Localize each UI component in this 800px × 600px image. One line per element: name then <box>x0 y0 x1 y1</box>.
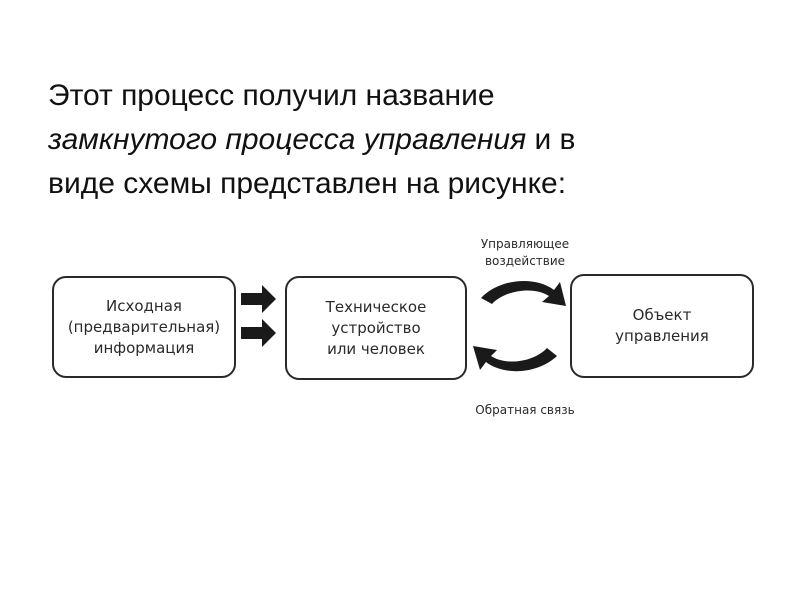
input-arrow-bottom-icon <box>241 319 276 347</box>
feedback-caption: Обратная связь <box>475 403 575 417</box>
device-box-line: устройство <box>331 318 421 337</box>
text-after-italic: и в <box>526 123 576 156</box>
object-box-line: Объект <box>632 306 692 324</box>
source-information-box: Исходная (предварительная) информация <box>52 276 236 378</box>
control-action-caption: Управляющее воздействие <box>455 236 595 270</box>
input-arrow-top-icon <box>241 285 276 313</box>
control-object-box: Объект управления <box>570 274 754 378</box>
text-line-3: виде схемы представлен на рисунке: <box>48 167 567 200</box>
source-box-line: (предварительная) <box>67 317 221 336</box>
feedback-arrow-icon <box>473 346 557 372</box>
object-box-line: управления <box>615 327 709 345</box>
text-line-1: Этот процесс получил название <box>48 79 495 112</box>
source-box-line: информация <box>93 338 195 357</box>
device-box-line: Техническое <box>325 297 427 316</box>
text-italic-term: замкнутого процесса управления <box>48 123 527 156</box>
control-caption-line: Управляющее <box>480 237 570 251</box>
control-action-arrow-icon <box>481 280 566 306</box>
source-box-line: Исходная <box>106 296 182 315</box>
device-box-line: или человек <box>327 339 425 358</box>
control-caption-line: воздействие <box>484 254 566 268</box>
technical-device-box: Техническое устройство или человек <box>285 276 467 380</box>
slide-text: Этот процесс получил название замкнутого… <box>48 74 728 206</box>
